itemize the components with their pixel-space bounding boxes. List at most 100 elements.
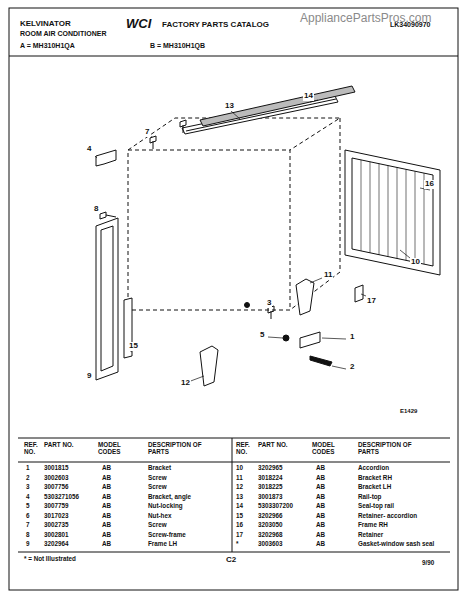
part-description: Gasket-window sash seal	[358, 541, 450, 548]
part-number: 3007759	[44, 503, 69, 510]
callout-number: 10	[410, 258, 421, 267]
model-code: AB	[316, 513, 325, 520]
brand-name: KELVINATOR	[20, 20, 71, 29]
screw	[180, 120, 186, 133]
part-number: 5303307200	[258, 503, 293, 510]
callout-number: 9	[86, 372, 92, 381]
part-description: Screw	[148, 484, 167, 491]
rail-detail	[186, 99, 336, 131]
callout-number: 11	[323, 271, 333, 280]
ref-number: *	[236, 541, 238, 548]
screw	[150, 136, 156, 149]
catalog-title: FACTORY PARTS CATALOG	[162, 21, 269, 30]
catalog-number: LK34090970	[390, 21, 430, 29]
callout-number: 2	[349, 363, 355, 372]
part-number: 3001873	[258, 494, 283, 501]
part-description: Bracket	[148, 465, 171, 472]
ref-number: 3	[26, 484, 30, 491]
part-number: 3018224	[258, 475, 283, 482]
part-description: Accordion	[358, 465, 450, 472]
ref-number: 6	[26, 513, 30, 520]
model-code: AB	[316, 503, 325, 510]
callout-number: 17	[366, 297, 377, 306]
ref-number: 4	[26, 494, 30, 501]
part-number: 3017023	[44, 513, 69, 520]
ref-number: 17	[236, 532, 243, 539]
callout-number: 5	[259, 331, 265, 340]
model-code: AB	[316, 494, 325, 501]
table-rule	[18, 438, 450, 439]
part-number: 5303271056	[44, 494, 79, 501]
table-rule	[232, 438, 233, 552]
part-description: Rail-top	[358, 494, 450, 501]
ref-number: 8	[26, 532, 30, 539]
table-header: MODEL CODES	[98, 442, 128, 456]
bracket-angle	[96, 150, 116, 166]
part-number: 3018225	[258, 484, 283, 491]
rail-top	[182, 96, 338, 134]
callout-number: 12	[180, 379, 191, 388]
model-code: AB	[102, 484, 111, 491]
bracket	[300, 332, 320, 348]
callout-number: 14	[303, 92, 314, 101]
part-number: 3202965	[258, 465, 283, 472]
callout-number: 16	[424, 180, 435, 189]
table-header: REF. NO.	[236, 442, 256, 456]
part-description: Retainer	[358, 532, 450, 539]
accordion-pleat	[406, 169, 407, 260]
part-description: Bracket RH	[358, 475, 450, 482]
table-rule	[18, 462, 450, 463]
screw-frame	[100, 212, 116, 219]
frame-lh	[96, 218, 118, 380]
part-number: 3202968	[258, 532, 283, 539]
ref-number: 15	[236, 513, 243, 520]
part-description: Nut-hex	[148, 513, 171, 520]
model-code: AB	[316, 475, 325, 482]
part-description: Frame LH	[148, 541, 177, 548]
screw	[310, 356, 332, 366]
ref-number: 10	[236, 465, 243, 472]
model-code: AB	[316, 541, 325, 548]
accordion-pleat	[388, 166, 389, 257]
table-header: PART NO.	[44, 442, 74, 449]
accordion-pleat	[370, 162, 371, 253]
callout-number: 7	[144, 128, 150, 137]
page-border	[9, 8, 458, 590]
part-description: Bracket LH	[358, 484, 450, 491]
model-code: AB	[316, 532, 325, 539]
model-code: AB	[102, 532, 111, 539]
frame-lh-inner	[101, 226, 113, 371]
ref-number: 13	[236, 494, 243, 501]
leader-lines	[95, 100, 430, 382]
part-number: 3202964	[44, 541, 69, 548]
accordion-pleat	[379, 164, 380, 255]
logo: WCI	[126, 17, 151, 31]
part-number: 3001815	[44, 465, 69, 472]
part-number: 3202966	[258, 513, 283, 520]
part-description: Screw	[148, 475, 167, 482]
table-header: REF. NO.	[24, 442, 44, 456]
ref-number: 5	[26, 503, 30, 510]
accordion-pleat	[415, 171, 416, 262]
model-code: AB	[102, 522, 111, 529]
callout-number: 8	[93, 205, 99, 214]
table-header: DESCRIPTION OF PARTS	[358, 442, 418, 456]
ref-number: 12	[236, 484, 243, 491]
nut-locking	[283, 335, 289, 341]
retainer	[355, 285, 363, 302]
date-code: 9/90	[422, 560, 434, 567]
seal-top-rail	[200, 86, 355, 126]
ref-number: 14	[236, 503, 243, 510]
part-description: Nut-locking	[148, 503, 183, 510]
callout-number: 4	[86, 145, 92, 154]
part-description: Retainer- accordion	[358, 513, 450, 520]
part-number: 3002735	[44, 522, 69, 529]
accordion-pleat	[397, 168, 398, 259]
bracket-lh	[200, 346, 218, 386]
model-code: AB	[102, 475, 111, 482]
part-description: Screw	[148, 522, 167, 529]
model-code: AB	[102, 465, 111, 472]
part-number: 3007756	[44, 484, 69, 491]
bracket-rh	[296, 279, 314, 315]
